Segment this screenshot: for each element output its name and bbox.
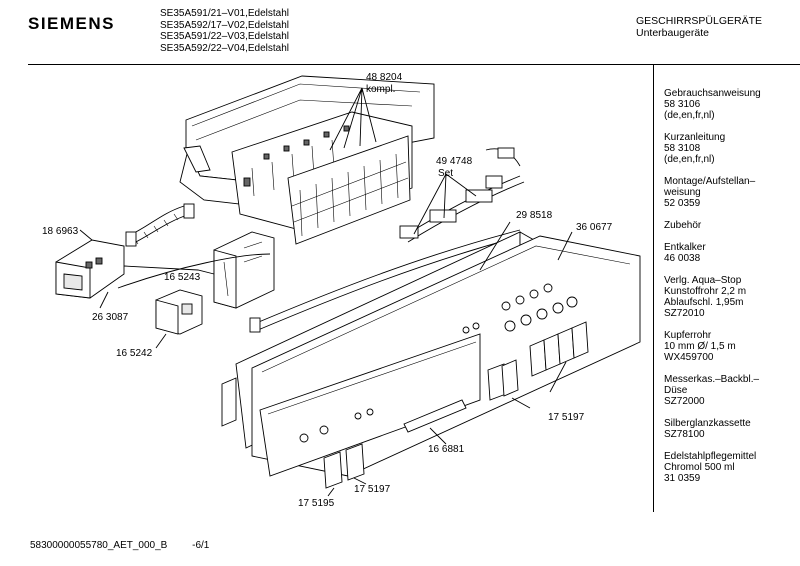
sidebar-entry-line: 46 0038 [664, 253, 701, 264]
handle-strip-part [403, 399, 467, 433]
sidebar-divider [653, 64, 654, 512]
sidebar-entry-line: 58 3108 [664, 143, 701, 154]
ribbon-cable-part [125, 203, 195, 247]
part-label: Set [438, 168, 454, 179]
sidebar-entry-line: Silberglanzkassette [664, 418, 751, 429]
model-line: SE35A591/21–V01,Edelstahl [160, 8, 289, 19]
sidebar-entry-line: 10 mm Ø/ 1,5 m [664, 341, 736, 352]
part-label: 48 8204 [366, 72, 403, 83]
part-label: 16 6881 [428, 444, 465, 455]
part-label: 29 8518 [516, 210, 553, 221]
front-panel-part [259, 333, 481, 477]
sidebar-entry-line: Messerkas.–Backbl.– [664, 374, 760, 385]
part-label: 18 6963 [42, 226, 79, 237]
sidebar-entry-line: Zubehör [664, 220, 702, 231]
page-number: -6/1 [192, 540, 210, 551]
sidebar-entry-line: Düse [664, 385, 688, 396]
sidebar-entry-line: Gebrauchsanweisung [664, 88, 761, 99]
part-label: 49 4748 [436, 156, 473, 167]
sidebar-entry-line: SZ72000 [664, 396, 705, 407]
sidebar-entry-line: Entkalker [664, 242, 706, 253]
sidebar-entry-line: 58 3106 [664, 99, 701, 110]
sidebar-entry-line: Chromol 500 ml [664, 462, 735, 473]
connector-part [155, 289, 203, 335]
sidebar-entry-line: WX459700 [664, 352, 714, 363]
category: GESCHIRRSPÜLGERÄTE Unterbaugeräte [636, 15, 762, 39]
part-label: 16 5243 [164, 272, 201, 283]
model-list: SE35A591/21–V01,Edelstahl SE35A592/17–V0… [160, 8, 289, 54]
model-line: SE35A592/22–V04,Edelstahl [160, 42, 289, 54]
sidebar-entry-line: Verlg. Aqua–Stop [664, 275, 742, 286]
sidebar-entry-line: SZ78100 [664, 429, 705, 440]
sidebar-entry-line: (de,en,fr,nl) [664, 154, 715, 165]
category-subtitle: Unterbaugeräte [636, 27, 709, 39]
sidebar-entry-line: (de,en,fr,nl) [664, 110, 715, 121]
sidebar-entry-line: Edelstahlpflegemittel [664, 451, 757, 462]
sidebar-entry-line: Kupferrohr [664, 330, 712, 341]
part-label: kompl. [366, 84, 396, 95]
sidebar-entry: Zubehör [664, 220, 796, 231]
header-divider [28, 64, 800, 65]
part-label: 36 0677 [576, 222, 613, 233]
sidebar-entry-line: Kurzanleitung [664, 132, 726, 143]
sidebar-entry-line: Kunstoffrohr 2,2 m [664, 286, 747, 297]
sidebar-entry-line: 52 0359 [664, 198, 701, 209]
leader-lines [79, 87, 573, 497]
part-label: 17 5195 [298, 498, 335, 509]
part-label: 16 5242 [116, 348, 153, 359]
model-line: SE35A591/22–V03,Edelstahl [160, 31, 289, 42]
sidebar-entry-line: Montage/Aufstellan– [664, 176, 756, 187]
document-id: 58300000055780_AET_000_B [30, 540, 168, 551]
footer: 58300000055780_AET_000_B -6/1 [30, 540, 209, 551]
part-label: 17 5197 [354, 484, 391, 495]
display-module-part [55, 239, 125, 299]
knob-group-bottom [323, 443, 365, 489]
sidebar-entry-line: weisung [664, 187, 701, 198]
model-line: SE35A592/17–V02,Edelstahl [160, 19, 289, 31]
wire-harness-part [117, 229, 523, 333]
sidebar-entry-line: 31 0359 [664, 473, 701, 484]
sidebar-entry-line: Ablaufschl. 1,95m [664, 297, 744, 308]
sidebar-entry-line: SZ72010 [664, 308, 705, 319]
circuit-board-part [231, 111, 413, 245]
part-label: 17 5197 [548, 412, 585, 423]
knob-group-right [487, 321, 589, 401]
bracket-part [213, 231, 275, 309]
part-label: 26 3087 [92, 312, 129, 323]
category-title: GESCHIRRSPÜLGERÄTE [636, 15, 763, 27]
brand-logo: SIEMENS [28, 14, 116, 33]
